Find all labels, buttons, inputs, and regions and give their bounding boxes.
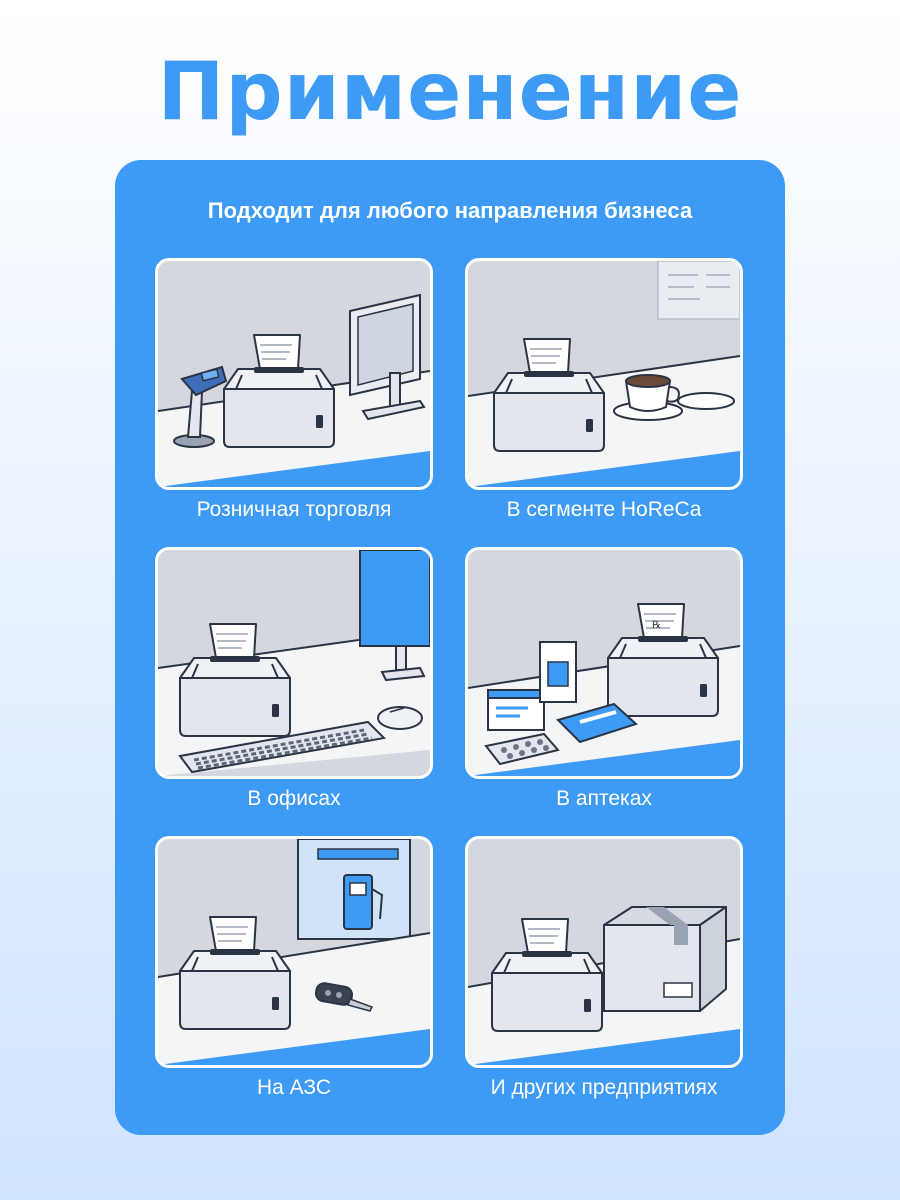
card-label-gas-station: На АЗС bbox=[256, 1076, 332, 1099]
menu-board-icon bbox=[657, 261, 740, 320]
mouse-icon bbox=[377, 706, 423, 730]
window-icon bbox=[297, 839, 411, 940]
card-other bbox=[465, 836, 743, 1068]
fuel-pump-icon bbox=[343, 874, 384, 930]
card-gas-station bbox=[155, 836, 433, 1068]
pharmacies-illustration: ℞ bbox=[468, 550, 740, 776]
monitor-icon bbox=[349, 293, 426, 421]
page-title: Применение bbox=[157, 45, 743, 138]
card-label-other: И других предприятиях bbox=[490, 1076, 718, 1099]
other-enterprises-illustration bbox=[468, 839, 740, 1065]
card-label-pharmacies: В аптеках bbox=[556, 787, 652, 810]
rx-symbol: ℞ bbox=[652, 620, 661, 631]
card-label-horeca: В сегменте HoReCa bbox=[506, 498, 702, 521]
monitor-icon bbox=[359, 550, 430, 682]
offices-illustration bbox=[158, 550, 430, 776]
card-pharmacies: ℞ bbox=[465, 547, 743, 779]
cardboard-box-icon bbox=[603, 906, 727, 1012]
coffee-cup-icon bbox=[613, 374, 683, 421]
saucer-icon bbox=[677, 392, 735, 410]
card-horeca bbox=[465, 258, 743, 490]
medicine-bottle-icon bbox=[539, 641, 577, 703]
card-label-offices: В офисах bbox=[247, 787, 341, 810]
panel-subtitle: Подходит для любого направления бизнеса bbox=[207, 198, 693, 223]
car-key-icon bbox=[314, 982, 374, 1012]
barcode-scanner-icon bbox=[173, 365, 228, 448]
retail-illustration bbox=[158, 261, 430, 487]
medicine-box-icon bbox=[487, 689, 545, 731]
keyboard-icon bbox=[178, 720, 387, 774]
card-label-retail: Розничная торговля bbox=[196, 498, 392, 521]
applications-panel: Подходит для любого направления бизнеса … bbox=[115, 160, 785, 1135]
medicine-package-icon bbox=[556, 702, 638, 744]
card-offices bbox=[155, 547, 433, 779]
horeca-illustration bbox=[468, 261, 740, 487]
gas-station-illustration bbox=[158, 839, 430, 1065]
card-retail bbox=[155, 258, 433, 490]
pill-blister-icon bbox=[484, 732, 560, 766]
